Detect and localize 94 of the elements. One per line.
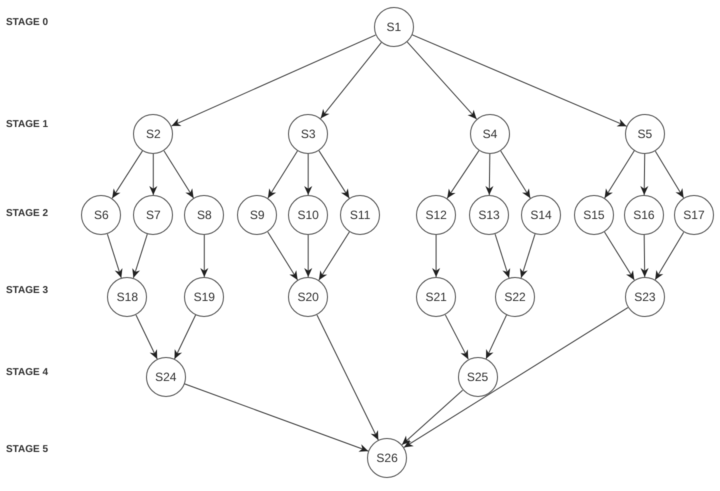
state-circle [674, 195, 714, 235]
arrow [267, 150, 298, 199]
state-label: S2 [146, 128, 161, 140]
arrow [444, 314, 469, 360]
arrow [494, 234, 510, 278]
state-label: S22 [504, 291, 526, 303]
arrow [406, 41, 478, 120]
stage-label: STAGE 0 [6, 18, 48, 28]
state-circle [624, 277, 665, 317]
state-circle [624, 114, 665, 154]
arrow [432, 234, 440, 278]
arrow [485, 154, 494, 196]
arrow [486, 314, 507, 360]
arrow [316, 314, 379, 440]
state-label: S16 [633, 209, 655, 221]
state-circle [107, 277, 148, 317]
state-label: S1 [386, 21, 402, 33]
arrow [132, 234, 148, 278]
state-label: S8 [196, 209, 212, 221]
arrow [164, 150, 194, 199]
state-label: S18 [116, 291, 138, 303]
state-label: S17 [683, 209, 705, 221]
arrow [320, 42, 382, 119]
stage-label: STAGE 5 [6, 445, 48, 455]
arrow [267, 232, 298, 280]
arrow [318, 150, 350, 199]
arrow [149, 154, 158, 196]
state-circle [624, 195, 664, 235]
arrow [654, 232, 684, 280]
arrow [654, 150, 684, 198]
arrow [184, 383, 369, 452]
state-label: S6 [94, 209, 109, 221]
state-circle [133, 195, 174, 235]
state-circle [458, 357, 498, 397]
state-label: S11 [350, 209, 370, 221]
state-circle [469, 195, 510, 235]
state-label: S20 [298, 291, 319, 303]
state-label: S9 [250, 209, 265, 221]
state-label: S23 [634, 291, 656, 303]
arrow [136, 314, 158, 360]
state-label: S15 [583, 209, 605, 221]
state-circle [184, 277, 224, 317]
state-circle [367, 438, 408, 478]
arrow [604, 232, 635, 280]
arrow [640, 154, 648, 196]
arrow [640, 234, 649, 278]
arrow [304, 154, 312, 196]
state-label: S7 [146, 209, 161, 221]
state-label: S24 [155, 371, 176, 383]
state-circle [374, 7, 414, 47]
state-label: S12 [425, 209, 447, 221]
arrow [304, 234, 312, 278]
state-circle [146, 357, 186, 397]
state-circle [521, 195, 561, 235]
state-circle [133, 114, 174, 154]
arrow [404, 307, 628, 448]
arrow [174, 314, 196, 360]
state-label: S21 [425, 291, 447, 303]
state-circle [574, 195, 614, 235]
arrow [604, 150, 635, 199]
state-circle [470, 114, 510, 154]
state-label: S19 [194, 291, 215, 303]
arrow [106, 234, 122, 278]
stage-label: STAGE 4 [6, 368, 48, 378]
stage-label: STAGE 1 [6, 120, 48, 130]
state-label: S13 [478, 209, 500, 221]
stage-label: STAGE 3 [6, 286, 48, 296]
state-label: S5 [638, 128, 652, 140]
state-label: S10 [298, 209, 319, 221]
state-circle [81, 195, 122, 235]
arrow [318, 231, 350, 281]
state-circle [340, 195, 380, 235]
arrow [402, 390, 464, 446]
state-label: S26 [376, 452, 398, 464]
arrow [412, 34, 627, 127]
state-label: S14 [530, 209, 552, 221]
state-circle [288, 277, 328, 317]
arrow [500, 150, 531, 199]
arrow [171, 34, 376, 126]
state-label: S3 [300, 128, 316, 140]
arrow [446, 150, 480, 199]
state-circle [495, 277, 536, 317]
state-label: S4 [482, 128, 498, 140]
state-label: S25 [466, 371, 488, 383]
stage-label: STAGE 2 [6, 209, 48, 219]
state-circle [416, 195, 456, 235]
state-circle [237, 195, 278, 235]
state-circle [184, 195, 224, 235]
arrow [200, 234, 208, 278]
state-circle [288, 195, 328, 235]
state-circle [416, 277, 456, 317]
arrow [112, 150, 143, 199]
arrow [520, 234, 536, 278]
state-circle [288, 114, 328, 154]
